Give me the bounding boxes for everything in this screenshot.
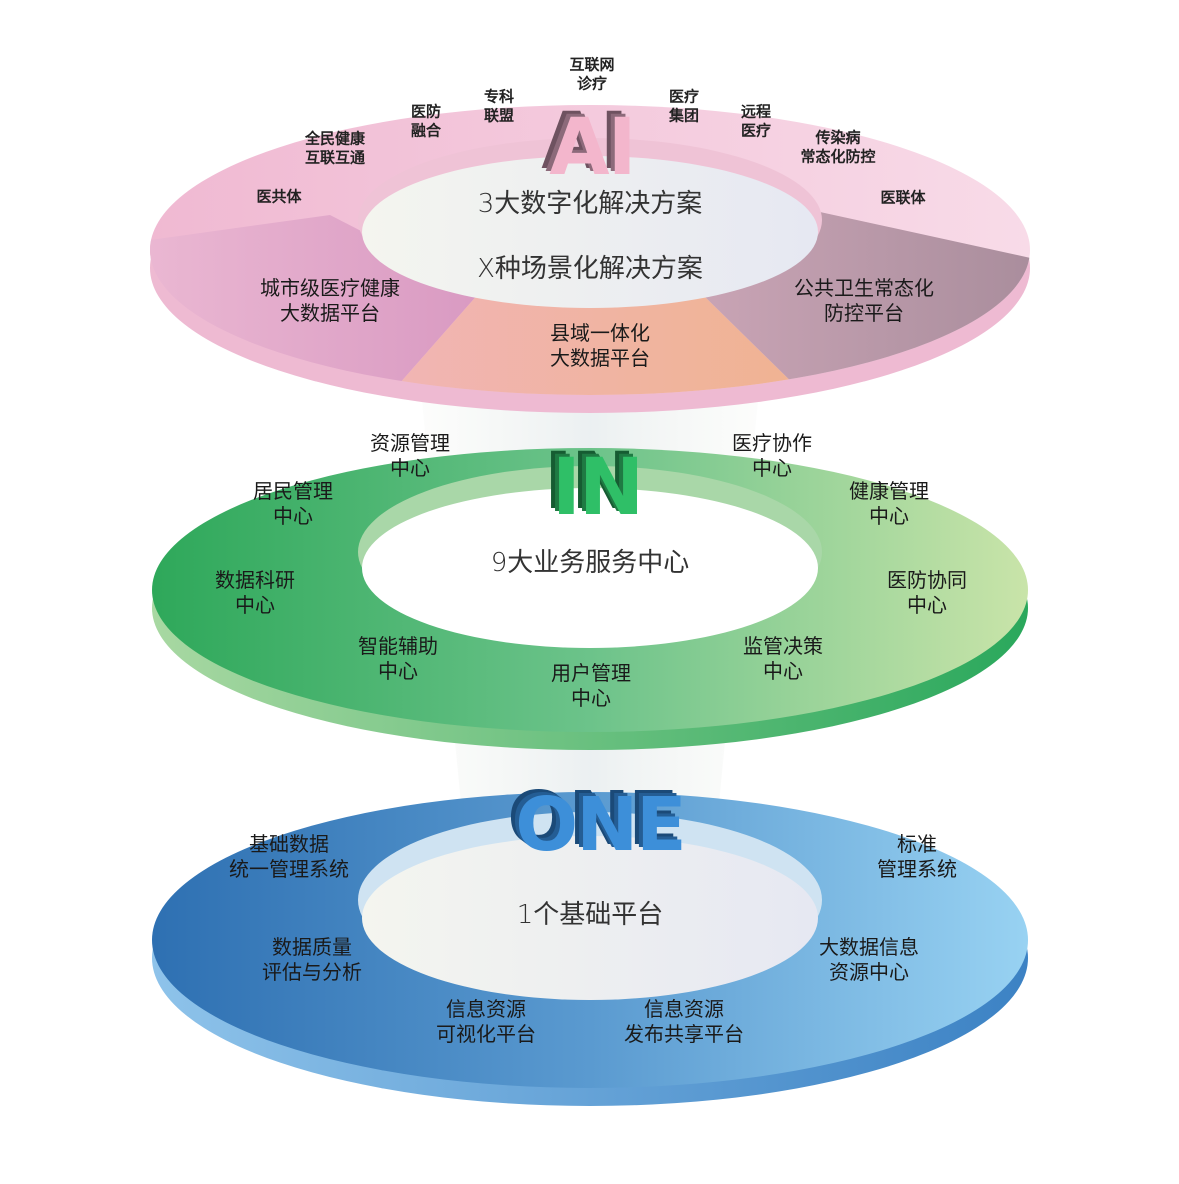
ai-center-title: 3大数字化解决方案 X种场景化解决方案 [477, 155, 703, 318]
scenario-medical-prevention: 医防 融合 [410, 102, 442, 139]
in-center-title: 9大业务服务中心 [490, 547, 690, 578]
system-info-sharing-platform: 信息资源 发布共享平台 [624, 997, 744, 1046]
one-logo: ONE [515, 782, 686, 868]
scenario-national-health-interconnect: 全民健康 互联互通 [304, 129, 366, 166]
center-intelligent-assistance: 智能辅助 中心 [358, 634, 438, 683]
solution-city-platform: 城市级医疗健康 大数据平台 [260, 276, 400, 325]
system-big-data-resource-center: 大数据信息 资源中心 [819, 935, 919, 984]
center-medical-collaboration: 医疗协作 中心 [732, 431, 812, 480]
center-medical-prevention-synergy: 医防协同 中心 [887, 568, 967, 617]
scenario-internet-clinic: 互联网 诊疗 [569, 55, 615, 92]
ai-layer-ring [150, 105, 1030, 413]
system-data-quality-assessment: 数据质量 评估与分析 [262, 935, 362, 984]
ai-center-line-2: X种场景化解决方案 [477, 253, 703, 284]
segment-county [385, 292, 810, 395]
in-layer-ring [152, 448, 1028, 750]
solution-county-platform: 县域一体化 大数据平台 [550, 321, 650, 370]
center-resource-management: 资源管理 中心 [370, 431, 450, 480]
center-supervision-decision: 监管决策 中心 [743, 634, 823, 683]
scenario-telemedicine: 远程 医疗 [740, 102, 772, 139]
ai-logo: AI [549, 103, 636, 193]
scenario-medical-group: 医疗 集团 [668, 87, 700, 124]
scenario-medical-community: 医共体 [256, 187, 302, 206]
solution-public-health-platform: 公共卫生常态化 防控平台 [794, 276, 934, 325]
center-user-management: 用户管理 中心 [551, 661, 631, 710]
system-info-visualization-platform: 信息资源 可视化平台 [436, 997, 536, 1046]
scenario-epidemic-control: 传染病 常态化防控 [800, 128, 876, 165]
system-standard-management: 标准 管理系统 [877, 832, 957, 881]
center-health-management: 健康管理 中心 [849, 479, 929, 528]
center-data-research: 数据科研 中心 [215, 568, 295, 617]
center-resident-management: 居民管理 中心 [253, 479, 333, 528]
one-center-title: 1个基础平台 [516, 899, 664, 930]
system-basic-data-management: 基础数据 统一管理系统 [229, 832, 349, 881]
ai-center-line-1: 3大数字化解决方案 [477, 188, 703, 219]
in-logo: IN [551, 443, 644, 533]
scenario-medical-alliance: 医联体 [880, 188, 926, 207]
scenario-specialty-alliance: 专科 联盟 [483, 87, 515, 124]
one-layer-ring [152, 792, 1028, 1106]
